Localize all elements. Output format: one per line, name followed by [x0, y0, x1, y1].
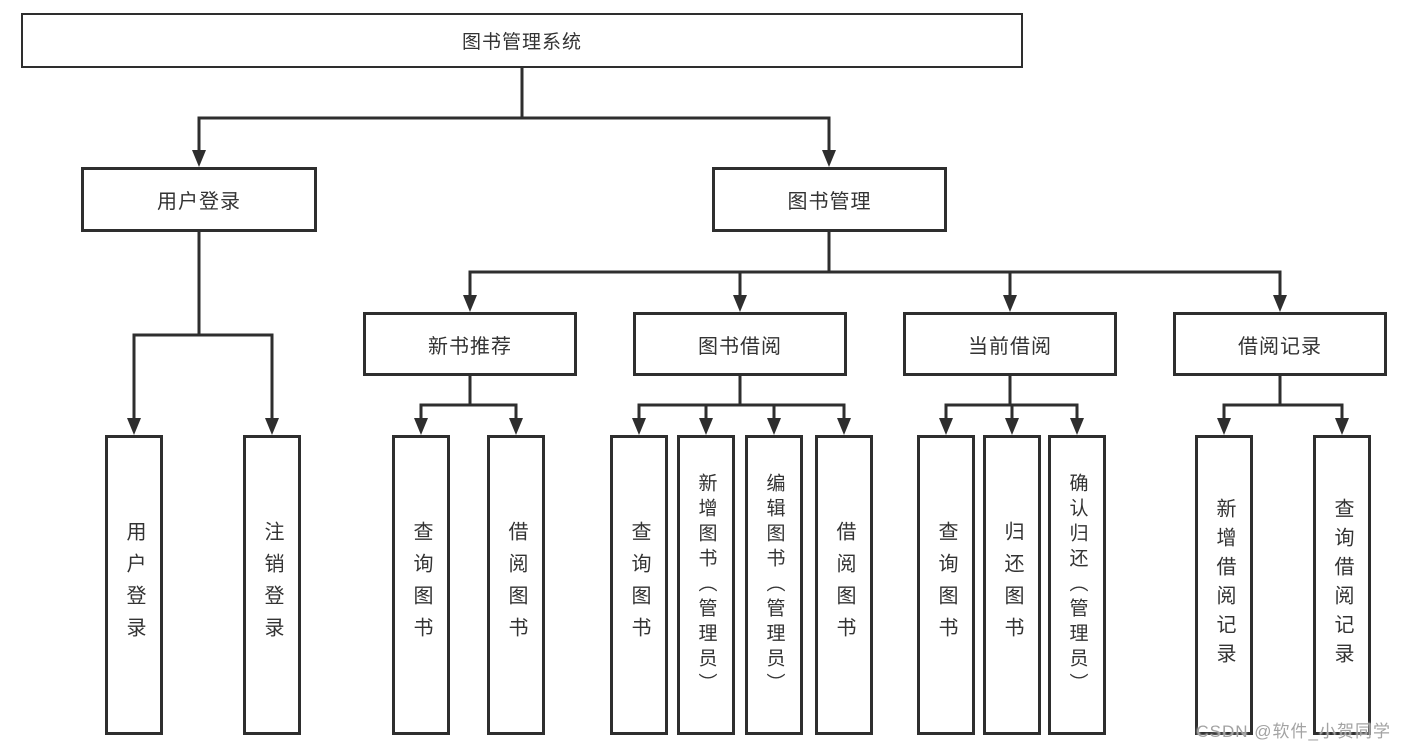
node-new-book-recommend: 新书推荐: [363, 312, 577, 376]
leaf-recommend-borrow-book: 借阅图书: [487, 435, 545, 735]
connector-record-to-leaves: [1222, 374, 1344, 422]
connector-recommend-to-leaves: [419, 374, 518, 422]
leaf-confirm-return-admin: 确认归还（管理员）: [1048, 435, 1106, 735]
node-user-login: 用户登录: [81, 167, 317, 232]
node-user-login-label: 用户登录: [157, 191, 241, 213]
leaf-query-borrow-record-label: 查询借阅记录: [1331, 498, 1353, 672]
leaf-add-borrow-record: 新增借阅记录: [1195, 435, 1253, 735]
connector-current-to-leaves: [944, 374, 1079, 422]
leaf-current-query-book-label: 查询图书: [935, 521, 957, 649]
connector-root-to-level2: [197, 66, 831, 154]
leaf-query-borrow-record: 查询借阅记录: [1313, 435, 1371, 735]
leaf-current-query-book: 查询图书: [917, 435, 975, 735]
node-book-management: 图书管理: [712, 167, 947, 232]
node-borrowing-records-label: 借阅记录: [1238, 335, 1322, 358]
leaf-edit-book-admin-label: 编辑图书（管理员）: [763, 472, 785, 698]
leaf-edit-book-admin: 编辑图书（管理员）: [745, 435, 803, 735]
node-current-borrowing-label: 当前借阅: [968, 335, 1052, 358]
leaf-return-book-label: 归还图书: [1001, 521, 1023, 649]
leaf-add-book-admin: 新增图书（管理员）: [677, 435, 735, 735]
connector-login-to-leaves: [132, 230, 274, 422]
leaf-confirm-return-admin-label: 确认归还（管理员）: [1066, 472, 1088, 698]
node-new-book-recommend-label: 新书推荐: [428, 335, 512, 358]
node-current-borrowing: 当前借阅: [903, 312, 1117, 376]
leaf-add-borrow-record-label: 新增借阅记录: [1213, 498, 1235, 672]
leaf-borrow-book-label: 借阅图书: [833, 521, 855, 649]
leaf-borrow-book: 借阅图书: [815, 435, 873, 735]
leaf-recommend-query-book: 查询图书: [392, 435, 450, 735]
leaf-recommend-borrow-book-label: 借阅图书: [505, 521, 527, 649]
leaf-borrow-query-book-label: 查询图书: [628, 521, 650, 649]
leaf-user-login-label: 用户登录: [123, 521, 145, 649]
node-borrowing-records: 借阅记录: [1173, 312, 1387, 376]
leaf-user-login: 用户登录: [105, 435, 163, 735]
connector-borrow-to-leaves: [637, 374, 846, 422]
node-root-system-label: 图书管理系统: [461, 32, 582, 53]
leaf-recommend-query-book-label: 查询图书: [410, 521, 432, 649]
node-book-borrowing: 图书借阅: [633, 312, 847, 376]
leaf-logout-label: 注销登录: [261, 521, 283, 649]
csdn-watermark: CSDN @软件_小贺同学: [1196, 722, 1391, 741]
node-root-system: 图书管理系统: [21, 13, 1023, 68]
node-book-management-label: 图书管理: [787, 191, 872, 213]
leaf-logout: 注销登录: [243, 435, 301, 735]
node-book-borrowing-label: 图书借阅: [698, 335, 782, 358]
connector-mgmt-to-level3: [468, 230, 1282, 299]
leaf-borrow-query-book: 查询图书: [610, 435, 668, 735]
leaf-return-book: 归还图书: [983, 435, 1041, 735]
arrowheads: [127, 150, 1349, 435]
leaf-add-book-admin-label: 新增图书（管理员）: [695, 472, 717, 698]
